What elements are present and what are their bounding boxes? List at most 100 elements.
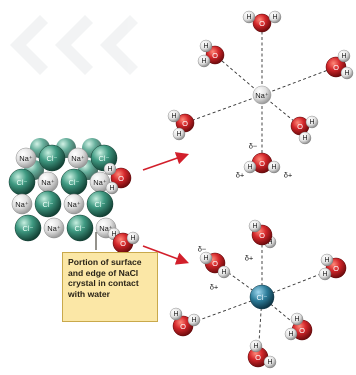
chloride-label: Cl⁻ <box>94 200 105 209</box>
hydrogen-atom <box>290 312 304 326</box>
partial-charge-label: δ− <box>198 245 207 254</box>
crystal-sodium-ion: Na⁺ <box>67 147 89 169</box>
background-watermark <box>10 15 138 75</box>
sodium-label: Na⁺ <box>71 154 85 163</box>
hydrogen-atom <box>340 66 354 80</box>
partial-charge-label: δ+ <box>210 283 219 292</box>
bond-line <box>184 94 263 124</box>
crystal-sodium-ion: Na⁺ <box>89 171 111 193</box>
water-molecule: OHH <box>167 109 195 141</box>
bond-line <box>261 66 337 96</box>
hydrogen-label: H <box>344 70 349 77</box>
sodium-sphere <box>11 193 33 215</box>
hydrogen-label: H <box>171 113 176 120</box>
water-molecule: OHH <box>103 162 132 195</box>
hydrogen-label: H <box>246 14 251 21</box>
chloride-label: Cl⁻ <box>98 154 109 163</box>
sodium-sphere <box>67 147 89 169</box>
hydrogen-label: H <box>173 311 178 318</box>
hydrogen-atom <box>105 181 119 195</box>
hydrogen-label: H <box>253 343 258 350</box>
caption-line: and edge of NaCl <box>68 267 139 278</box>
oxygen-atom <box>205 45 225 65</box>
oxygen-label: O <box>212 259 218 268</box>
hydrogen-label: H <box>302 135 307 142</box>
hydrogen-label: H <box>272 14 277 21</box>
sodium-label: Na⁺ <box>47 224 61 233</box>
hydrogen-atom <box>337 49 351 63</box>
hydrogen-atom <box>242 10 256 24</box>
chloride-sphere <box>66 214 94 242</box>
oxygen-atom <box>175 113 195 133</box>
sodium-sphere <box>252 85 272 105</box>
chloride-label: Cl⁻ <box>46 154 57 163</box>
caption-box: Portion of surface and edge of NaCl crys… <box>62 252 158 322</box>
chloride-label: Cl⁻ <box>42 200 53 209</box>
hydrogen-atom <box>305 115 319 129</box>
hydrogen-atom <box>199 39 213 53</box>
hydrogen-label: H <box>221 269 226 276</box>
oxygen-label: O <box>259 19 265 28</box>
chloride-sphere <box>86 190 114 218</box>
water-molecule: OHH <box>325 49 354 80</box>
oxygen-label: O <box>212 51 218 60</box>
hydrogen-label: H <box>130 235 135 242</box>
oxygen-label: O <box>255 353 261 362</box>
oxygen-label: O <box>259 159 265 168</box>
hydrogen-atom <box>103 162 117 176</box>
sodium-ion-center: Na⁺ <box>252 85 272 105</box>
chloride-label: Cl⁻ <box>74 224 85 233</box>
partial-charges: δ−δ+δ+δ−δ+δ+ <box>198 142 293 292</box>
sodium-label: Na⁺ <box>15 200 29 209</box>
chloride-ion-center: Cl⁻ <box>249 284 275 310</box>
partial-charge-label: δ− <box>249 142 258 151</box>
hydrogen-label: H <box>271 164 276 171</box>
oxygen-label: O <box>333 63 339 72</box>
hydrogen-atom <box>172 127 186 141</box>
hydrogen-label: H <box>322 271 327 278</box>
hydrogen-label: H <box>309 119 314 126</box>
crystal-sodium-ion: Na⁺ <box>15 147 37 169</box>
caption-line: crystal in contact <box>68 278 139 289</box>
crystal-sodium-ion: Na⁺ <box>63 193 85 215</box>
hydrogen-atom <box>298 131 312 145</box>
sodium-label: Na⁺ <box>19 154 33 163</box>
crystal-chloride-ion: Cl⁻ <box>14 214 42 242</box>
sodium-center-label: Na⁺ <box>255 91 269 100</box>
sodium-label: Na⁺ <box>93 178 107 187</box>
hydrogen-atom <box>126 231 140 245</box>
hydrogen-atom <box>284 327 298 341</box>
water-molecule: OHH <box>169 307 201 337</box>
hydrogen-label: H <box>109 185 114 192</box>
hydrogen-atom <box>197 54 211 68</box>
hydrogen-label: H <box>176 131 181 138</box>
central-ions: Na⁺ Cl⁻ <box>249 85 275 310</box>
hydrogen-atom <box>268 10 282 24</box>
hydrogen-label: H <box>252 223 257 230</box>
oxygen-label: O <box>333 264 339 273</box>
hydrogen-label: H <box>191 317 196 324</box>
water-molecule: OHH <box>284 312 313 341</box>
crystal-chloride-ion: Cl⁻ <box>66 214 94 242</box>
oxygen-label: O <box>297 122 303 131</box>
partial-charge-label: δ+ <box>284 171 293 180</box>
hydrogen-atom <box>320 253 334 267</box>
hydrogen-label: H <box>111 231 116 238</box>
oxygen-label: O <box>259 231 265 240</box>
partial-charge-label: δ+ <box>245 254 254 263</box>
nacl-crystal: Na⁺Cl⁻Na⁺Cl⁻Cl⁻Na⁺Cl⁻Na⁺Na⁺Cl⁻Na⁺Cl⁻Cl⁻N… <box>8 138 118 242</box>
bond-line <box>214 54 263 96</box>
hydrogen-label: H <box>203 43 208 50</box>
arrow-to-chloride-panel <box>142 245 189 265</box>
hydrogen-atom <box>217 265 231 279</box>
water-molecule: OHH <box>199 251 231 279</box>
chloride-sphere <box>249 284 275 310</box>
crystal-chloride-ion: Cl⁻ <box>38 144 66 172</box>
hydrogen-atom <box>267 160 281 174</box>
crystal-sodium-ion: Na⁺ <box>11 193 33 215</box>
water-molecule: OHH <box>247 339 277 369</box>
